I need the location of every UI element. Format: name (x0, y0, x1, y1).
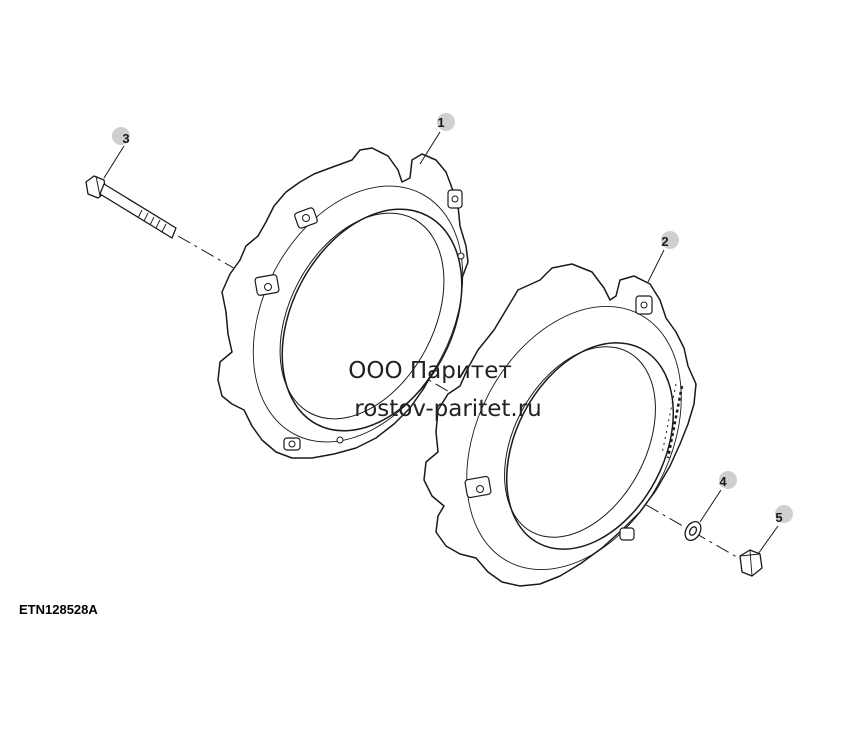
nut-5 (739, 549, 763, 577)
watermark-url: rostov-paritet.ru (354, 396, 541, 422)
callout-badge (775, 505, 793, 523)
callout-2: 2 (661, 231, 679, 249)
callout-5: 5 (775, 505, 793, 525)
bolt-3 (85, 175, 177, 239)
washer-4 (684, 521, 702, 541)
callout-number: 2 (661, 234, 668, 249)
wheel-weight-2 (423, 263, 697, 587)
wheel-weight-1 (217, 147, 469, 459)
callout-4: 4 (719, 471, 737, 489)
callout-number: 1 (437, 115, 444, 130)
callout-badge (112, 127, 130, 145)
figure-id: ETN128528A (19, 602, 98, 617)
callout-leaders (103, 131, 779, 555)
callout-1: 1 (437, 113, 455, 131)
callout-badge (661, 231, 679, 249)
callout-number: 5 (775, 510, 782, 525)
callout-3: 3 (112, 127, 130, 146)
callout-badge (719, 471, 737, 489)
callout-number: 4 (719, 474, 727, 489)
callout-badge (437, 113, 455, 131)
callout-number: 3 (122, 131, 129, 146)
watermark-company: ООО Паритет (348, 358, 512, 384)
